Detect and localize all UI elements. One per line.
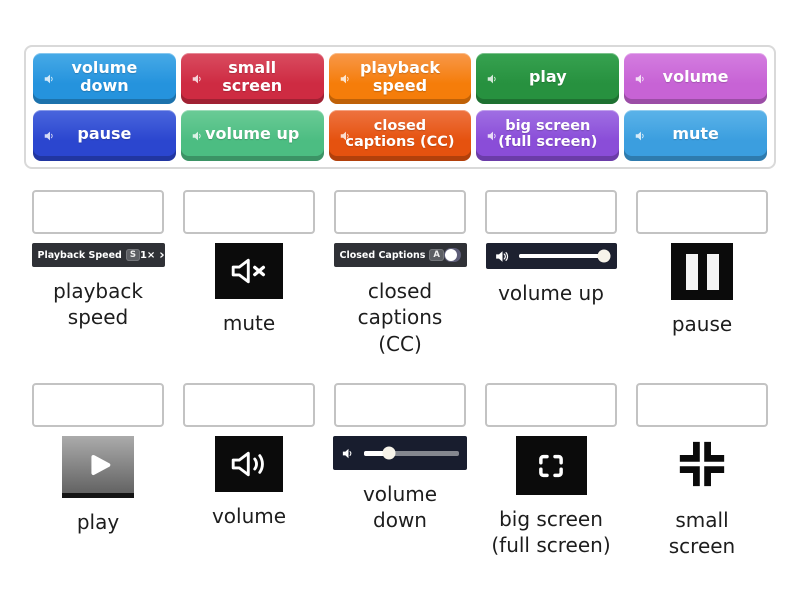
shortcut-badge: S <box>125 248 140 262</box>
bank-tile-label: small screen <box>222 58 283 95</box>
exit-fullscreen-icon <box>671 436 733 496</box>
word-bank: volume down small screen playback speed … <box>24 45 776 169</box>
bank-tile-label: playback speed <box>359 58 440 95</box>
bank-tile-label: big screen (full screen) <box>498 117 598 150</box>
match-label: small screen <box>668 508 736 559</box>
bank-tile-big-screen[interactable]: big screen (full screen) <box>476 110 620 161</box>
match-label: pause <box>671 312 733 336</box>
match-cell-volume: volume <box>175 383 323 529</box>
match-cell-small-screen: small screen <box>628 383 776 560</box>
speaker-audio-icon[interactable] <box>339 72 353 86</box>
answer-slot[interactable] <box>183 190 315 234</box>
match-label: play <box>76 510 120 534</box>
match-label: volume down <box>362 482 438 533</box>
match-row-2: play volume volume down <box>24 383 776 560</box>
pause-icon <box>671 243 733 300</box>
bank-tile-mute[interactable]: mute <box>624 110 767 161</box>
answer-slot[interactable] <box>636 190 768 234</box>
bank-tile-volume-down[interactable]: volume down <box>33 53 176 104</box>
speaker-audio-icon[interactable] <box>634 129 648 143</box>
bank-tile-play[interactable]: play <box>476 53 620 104</box>
bank-tile-label: volume <box>662 67 729 87</box>
speaker-icon <box>342 448 352 458</box>
bank-tile-label: volume down <box>71 58 138 95</box>
speaker-icon <box>495 250 508 262</box>
slider-knob <box>382 446 396 460</box>
playback-rate-value: 1× <box>139 249 156 261</box>
speaker-audio-icon[interactable] <box>43 129 57 143</box>
match-cell-play: play <box>24 383 172 535</box>
bank-tile-label: volume up <box>205 124 300 144</box>
speaker-audio-icon[interactable] <box>191 72 205 86</box>
speaker-audio-icon[interactable] <box>43 72 57 86</box>
match-cell-pause: pause <box>628 190 776 337</box>
closed-captions-title: Closed Captions <box>339 249 426 261</box>
answer-slot[interactable] <box>334 190 466 234</box>
muted-speaker-icon <box>215 243 283 299</box>
answer-slot[interactable] <box>32 383 164 427</box>
answer-slot[interactable] <box>636 383 768 427</box>
speaker-volume-icon <box>215 436 283 492</box>
match-cell-closed-captions: Closed Captions A closed captions (CC) <box>326 190 474 357</box>
match-cell-volume-up: volume up <box>477 190 625 306</box>
match-label: playback speed <box>53 279 143 330</box>
match-cell-playback-speed: Playback Speed S 1× › playback speed <box>24 190 172 331</box>
bank-tile-label: mute <box>672 124 719 144</box>
shortcut-badge: A <box>429 248 444 262</box>
bank-tile-pause[interactable]: pause <box>33 110 176 161</box>
bank-tile-label: play <box>528 67 567 87</box>
toggle-switch-icon <box>443 248 461 262</box>
match-label: mute <box>222 311 276 335</box>
closed-captions-bar-image: Closed Captions A <box>333 243 467 267</box>
chevron-right-icon: › <box>159 247 165 263</box>
answer-slot[interactable] <box>485 383 617 427</box>
speaker-audio-icon[interactable] <box>486 129 500 143</box>
match-cell-mute: mute <box>175 190 323 336</box>
answer-slot[interactable] <box>334 383 466 427</box>
fullscreen-icon <box>515 436 587 495</box>
bank-tile-label: closed captions (CC) <box>345 117 455 150</box>
speaker-audio-icon[interactable] <box>339 129 353 143</box>
speaker-audio-icon[interactable] <box>634 72 648 86</box>
slider-knob <box>597 249 610 263</box>
play-icon <box>62 436 134 498</box>
bank-tile-label: pause <box>77 124 132 144</box>
answer-slot[interactable] <box>485 190 617 234</box>
match-cell-big-screen: big screen (full screen) <box>477 383 625 559</box>
answer-slot[interactable] <box>32 190 164 234</box>
match-label: closed captions (CC) <box>357 279 443 356</box>
volume-slider-high-image <box>485 243 617 269</box>
bank-tile-playback-speed[interactable]: playback speed <box>328 53 472 104</box>
bank-tile-closed-captions[interactable]: closed captions (CC) <box>328 110 472 161</box>
bank-tile-volume-up[interactable]: volume up <box>180 110 324 161</box>
match-label: volume <box>211 504 287 528</box>
answer-slot[interactable] <box>183 383 315 427</box>
match-cell-volume-down: volume down <box>326 383 474 534</box>
match-row-1: Playback Speed S 1× › playback speed mut… <box>24 190 776 357</box>
volume-slider-low-image <box>333 436 467 470</box>
match-label: volume up <box>498 281 604 305</box>
match-label: big screen (full screen) <box>491 507 611 558</box>
speaker-audio-icon[interactable] <box>486 72 500 86</box>
bank-tile-small-screen[interactable]: small screen <box>180 53 324 104</box>
playback-speed-title: Playback Speed <box>37 249 122 261</box>
playback-speed-bar-image: Playback Speed S 1× › <box>31 243 165 267</box>
speaker-audio-icon[interactable] <box>191 129 205 143</box>
bank-tile-volume[interactable]: volume <box>624 53 767 104</box>
